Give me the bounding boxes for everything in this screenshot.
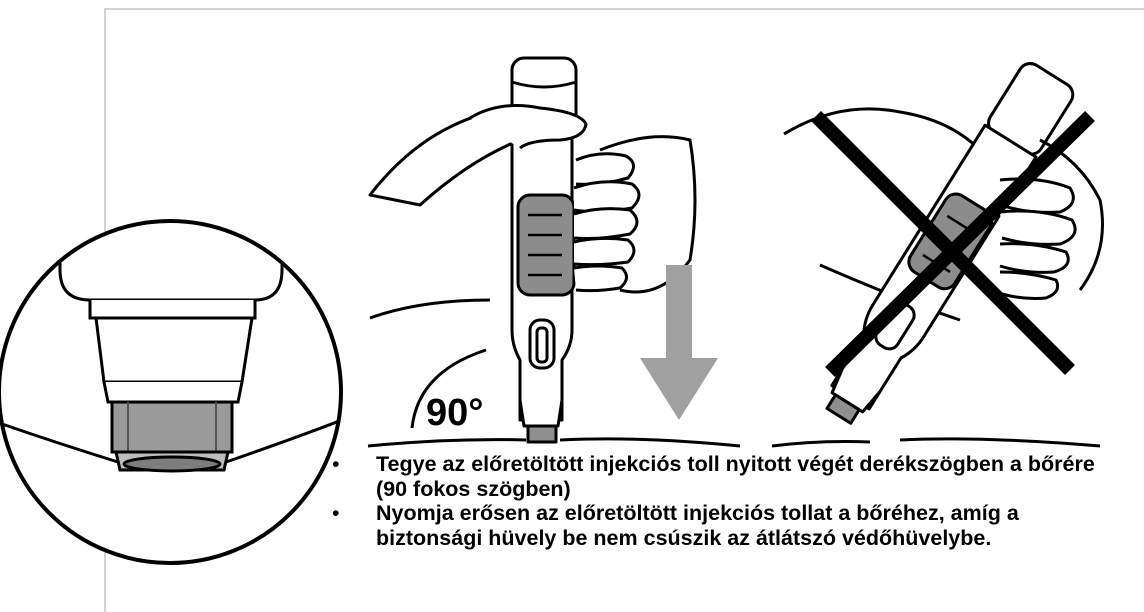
instruction-text: Nyomja erősen az előretöltött injekciós …: [376, 501, 1019, 550]
angle-label: 90°: [426, 392, 483, 434]
instruction-item: Nyomja erősen az előretöltött injekciós …: [320, 501, 1130, 550]
instruction-text: Tegye az előretöltött injekciós toll nyi…: [376, 452, 1095, 501]
angle-arc-icon: 90°: [412, 350, 486, 434]
magnified-pen-tip-icon: [0, 220, 342, 563]
instruction-list: Tegye az előretöltött injekciós toll nyi…: [320, 452, 1130, 550]
instruction-item: Tegye az előretöltött injekciós toll nyi…: [320, 452, 1130, 501]
